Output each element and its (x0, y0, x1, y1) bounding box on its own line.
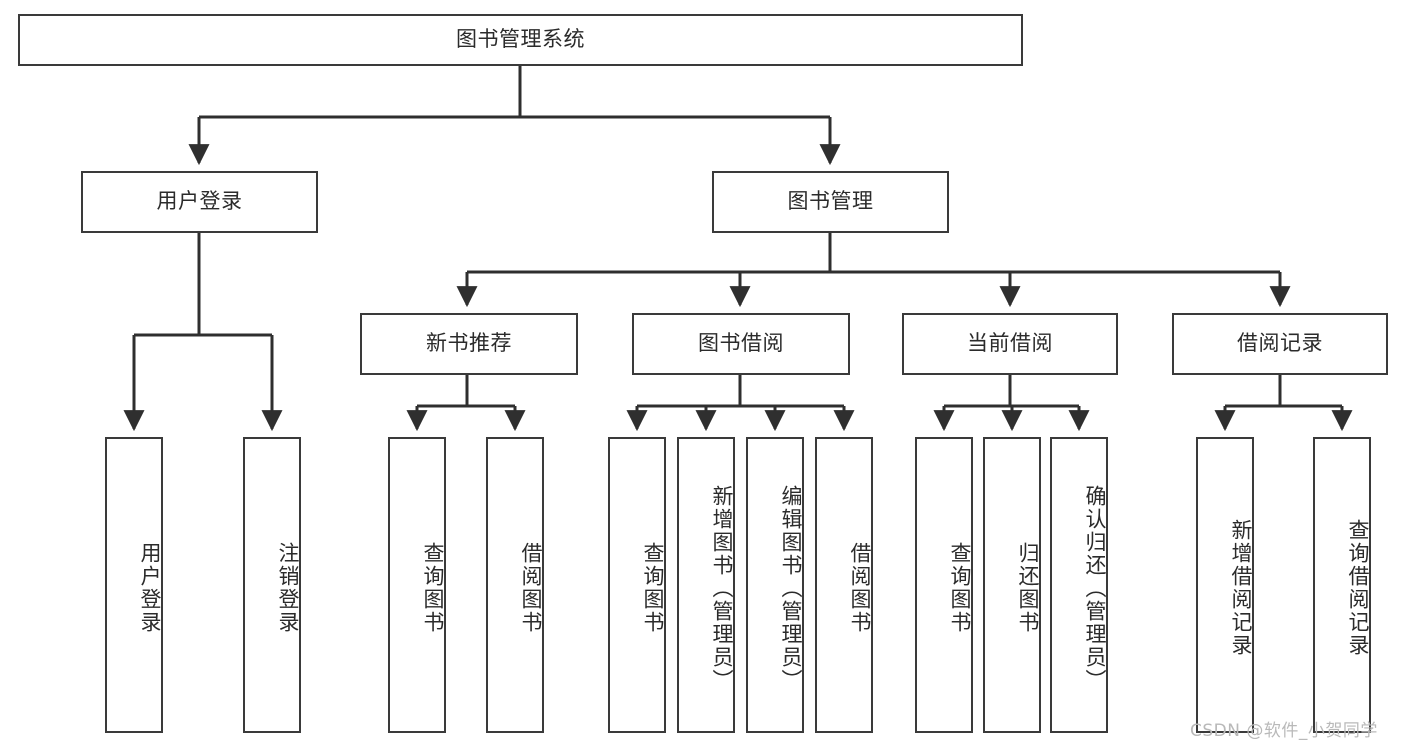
node-book-manage[interactable]: 图书管理 (712, 171, 949, 233)
node-book-borrow-label: 图书借阅 (698, 331, 784, 356)
leaf-borrow-book-1-label: 借阅图书 (519, 542, 543, 634)
leaf-return-book[interactable]: 归还图书 (983, 437, 1041, 733)
node-current-borrow-label: 当前借阅 (967, 331, 1053, 356)
node-user-login[interactable]: 用户登录 (81, 171, 318, 233)
leaf-query-record[interactable]: 查询借阅记录 (1313, 437, 1371, 733)
leaf-add-record[interactable]: 新增借阅记录 (1196, 437, 1254, 733)
leaf-user-login-label: 用户登录 (138, 542, 162, 634)
leaf-borrow-book-2[interactable]: 借阅图书 (815, 437, 873, 733)
leaf-add-record-label: 新增借阅记录 (1229, 519, 1253, 657)
node-root[interactable]: 图书管理系统 (18, 14, 1023, 66)
leaf-add-book-label: 新增图书（管理员） (710, 484, 734, 692)
csdn-watermark: CSDN @软件_小贺同学 (1190, 721, 1378, 741)
leaf-query-book-1[interactable]: 查询图书 (388, 437, 446, 733)
node-borrow-record-label: 借阅记录 (1237, 331, 1323, 356)
leaf-query-book-2-label: 查询图书 (641, 542, 665, 634)
node-book-manage-label: 图书管理 (787, 189, 874, 214)
leaf-confirm-return-label: 确认归还（管理员） (1083, 484, 1107, 692)
leaf-user-logout-label: 注销登录 (276, 542, 300, 634)
node-borrow-record[interactable]: 借阅记录 (1172, 313, 1388, 375)
leaf-borrow-book-2-label: 借阅图书 (848, 542, 872, 634)
node-current-borrow[interactable]: 当前借阅 (902, 313, 1118, 375)
node-root-label: 图书管理系统 (456, 27, 585, 52)
leaf-user-login[interactable]: 用户登录 (105, 437, 163, 733)
leaf-user-logout[interactable]: 注销登录 (243, 437, 301, 733)
leaf-query-book-3[interactable]: 查询图书 (915, 437, 973, 733)
leaf-confirm-return[interactable]: 确认归还（管理员） (1050, 437, 1108, 733)
leaf-query-book-2[interactable]: 查询图书 (608, 437, 666, 733)
node-user-login-label: 用户登录 (156, 189, 243, 214)
leaf-edit-book-label: 编辑图书（管理员） (779, 484, 803, 692)
leaf-query-book-3-label: 查询图书 (948, 542, 972, 634)
leaf-query-record-label: 查询借阅记录 (1346, 519, 1370, 657)
leaf-edit-book[interactable]: 编辑图书（管理员） (746, 437, 804, 733)
leaf-add-book[interactable]: 新增图书（管理员） (677, 437, 735, 733)
leaf-return-book-label: 归还图书 (1016, 542, 1040, 634)
node-new-book-recommend-label: 新书推荐 (426, 331, 512, 356)
node-book-borrow[interactable]: 图书借阅 (632, 313, 850, 375)
leaf-borrow-book-1[interactable]: 借阅图书 (486, 437, 544, 733)
node-new-book-recommend[interactable]: 新书推荐 (360, 313, 578, 375)
leaf-query-book-1-label: 查询图书 (421, 542, 445, 634)
